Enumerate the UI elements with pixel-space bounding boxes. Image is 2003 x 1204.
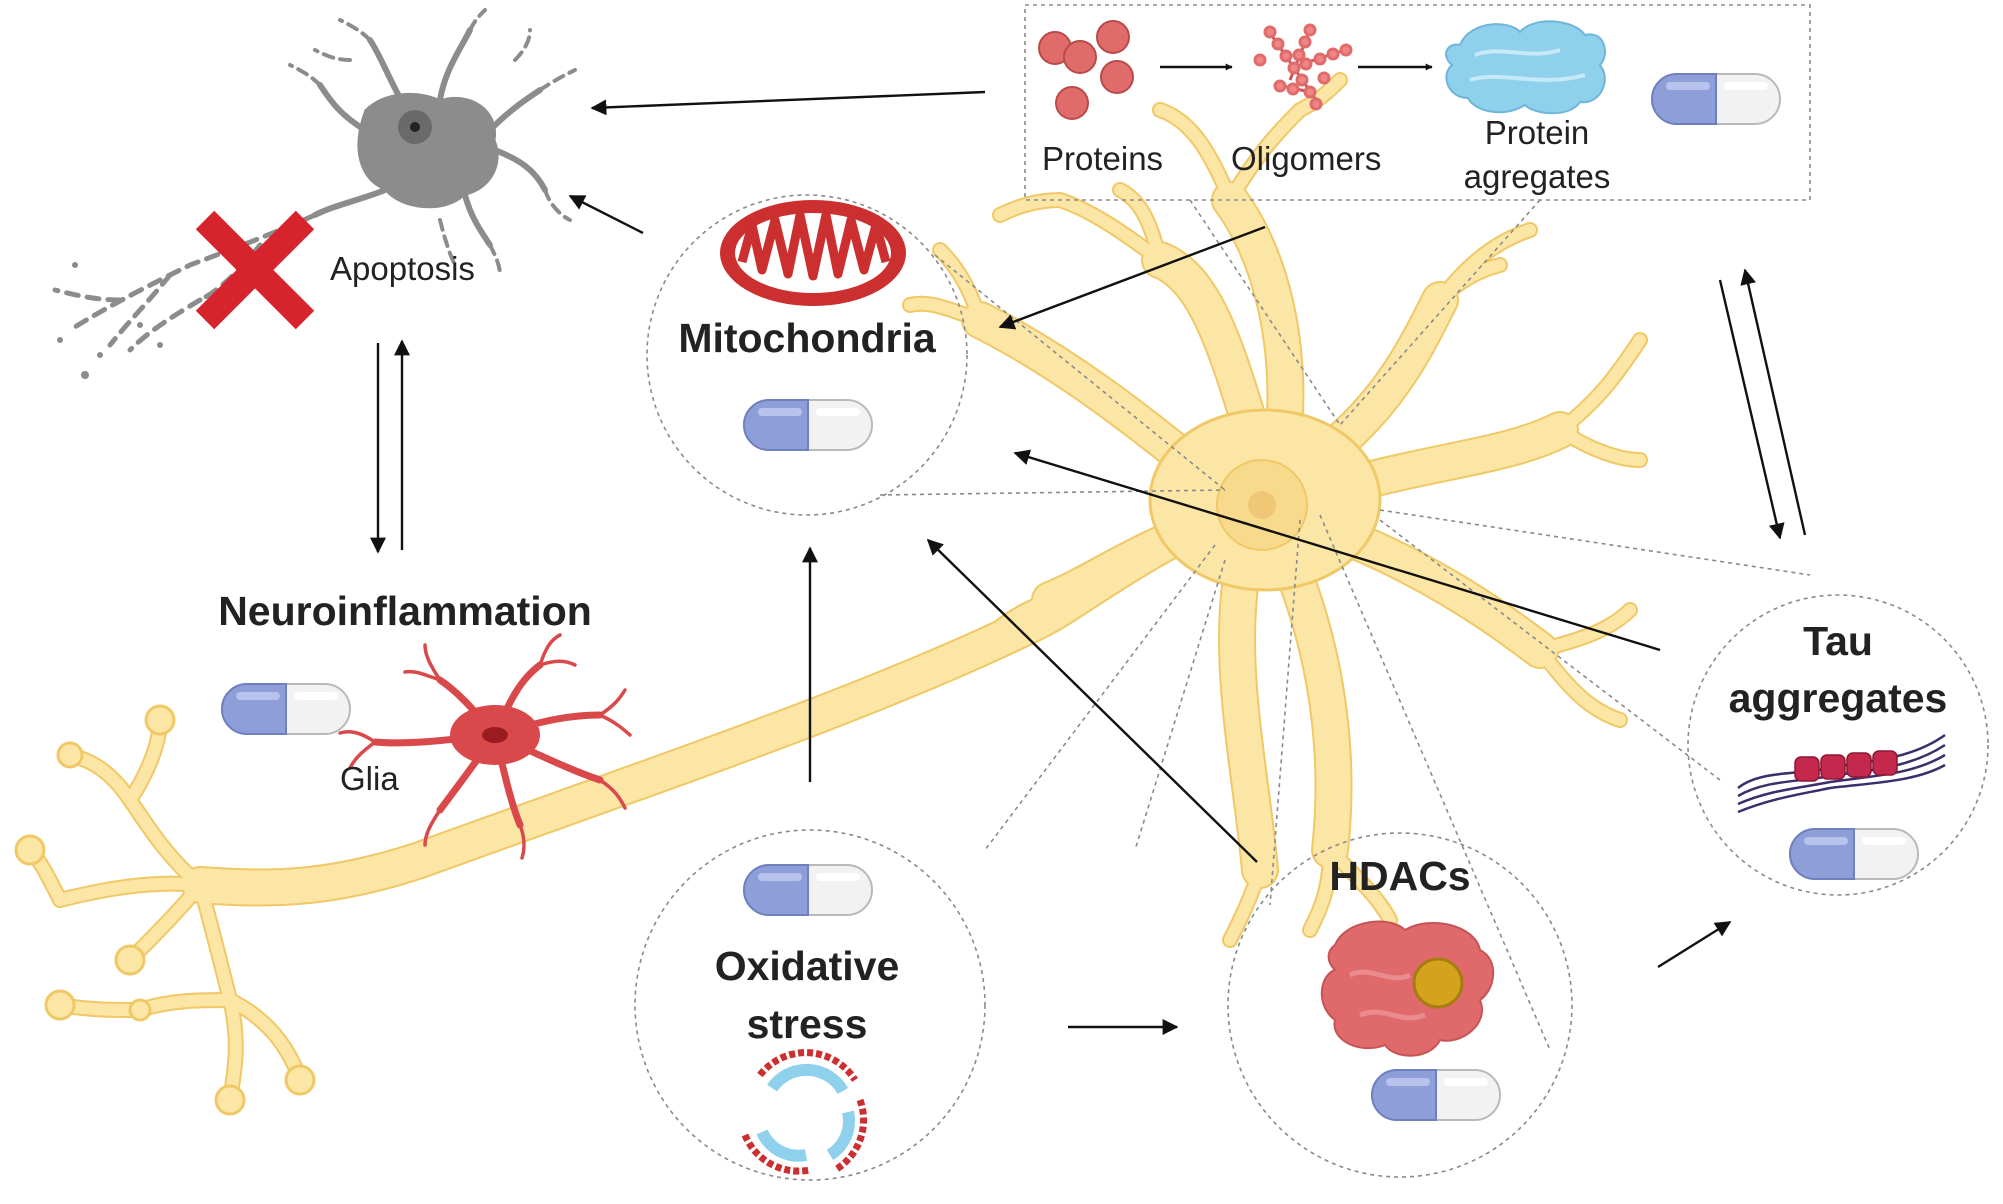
flow-arrows (370, 90, 1807, 1035)
arrow-aggregates-to-mitochondria (998, 225, 1266, 330)
neuroinflammation-label: Neuroinflammation (218, 588, 592, 634)
hdacs-label: HDACs (1329, 853, 1470, 899)
protein-aggregation-box (1024, 4, 1811, 201)
neuron-icon (14, 72, 1648, 1116)
protein-aggregates-label-line2: agregates (1464, 158, 1611, 195)
oxidative-stress-label-line1: Oxidative (715, 943, 900, 989)
lipid-membrane-icon (741, 1049, 868, 1175)
tau-fibril-icon (1737, 733, 1946, 814)
pill-capsule-icon (743, 399, 873, 451)
oxidative-stress-label-line2: stress (747, 1001, 868, 1047)
arrow-tau-to-mitochondria (1013, 449, 1661, 652)
arrow-aggregates-to-tau (1718, 279, 1785, 540)
glia-cell-icon (338, 633, 632, 860)
tau-aggregates-label-line2: aggregates (1729, 675, 1948, 721)
pill-capsule-icon (221, 683, 351, 735)
arrow-aggregates-to-apoptosis (590, 90, 986, 116)
oligomer-icon (1253, 23, 1353, 111)
mitochondria-label: Mitochondria (678, 315, 937, 361)
apoptotic-neuron-icon (52, 8, 577, 379)
callout-connectors (879, 199, 1811, 1051)
pill-capsule-icon (1789, 828, 1919, 880)
oligomers-label: Oligomers (1231, 140, 1381, 177)
hdac-enzyme-icon (1320, 920, 1495, 1057)
pill-capsule-icon (1651, 73, 1781, 125)
proteins-label: Proteins (1042, 140, 1163, 177)
arrow-hdacs-to-tau (1657, 920, 1732, 969)
tau-aggregates-label-line1: Tau (1803, 618, 1873, 664)
pill-capsule-icon (743, 864, 873, 916)
glia-label: Glia (340, 760, 399, 797)
protein-monomers-icon (1038, 20, 1134, 120)
apoptosis-label: Apoptosis (330, 250, 475, 287)
arrow-mitochondria-to-apoptosis (568, 194, 644, 235)
mitochondrion-icon (720, 200, 906, 306)
hdacs-callout (1227, 832, 1573, 1178)
mitochondria-callout (646, 194, 968, 516)
oxidative-stress-callout (634, 829, 986, 1181)
protein-aggregates-label-line1: Protein (1485, 114, 1590, 151)
pill-capsule-icon (1371, 1069, 1501, 1121)
arrow-tau-to-aggregates (1740, 268, 1807, 536)
arrow-hdacs-to-mitochondria (926, 538, 1258, 863)
tau-aggregates-callout (1687, 594, 1989, 896)
protein-aggregate-icon (1445, 20, 1606, 115)
cross-mark-icon (195, 210, 315, 330)
